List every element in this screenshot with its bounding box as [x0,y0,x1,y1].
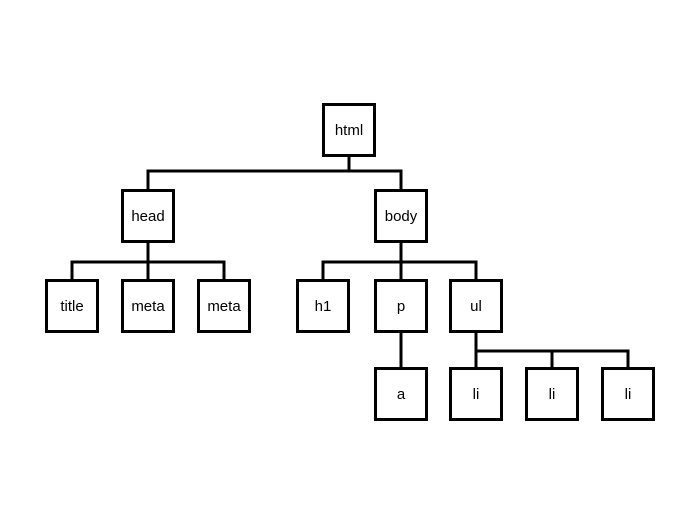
node-ul: ul [449,279,503,333]
node-li-3: li [601,367,655,421]
node-head: head [121,189,175,243]
node-body: body [374,189,428,243]
node-meta-2: meta [197,279,251,333]
node-a: a [374,367,428,421]
node-meta-1: meta [121,279,175,333]
node-h1: h1 [296,279,350,333]
node-p: p [374,279,428,333]
node-li-2: li [525,367,579,421]
node-html: html [322,103,376,157]
node-li-1: li [449,367,503,421]
node-title: title [45,279,99,333]
